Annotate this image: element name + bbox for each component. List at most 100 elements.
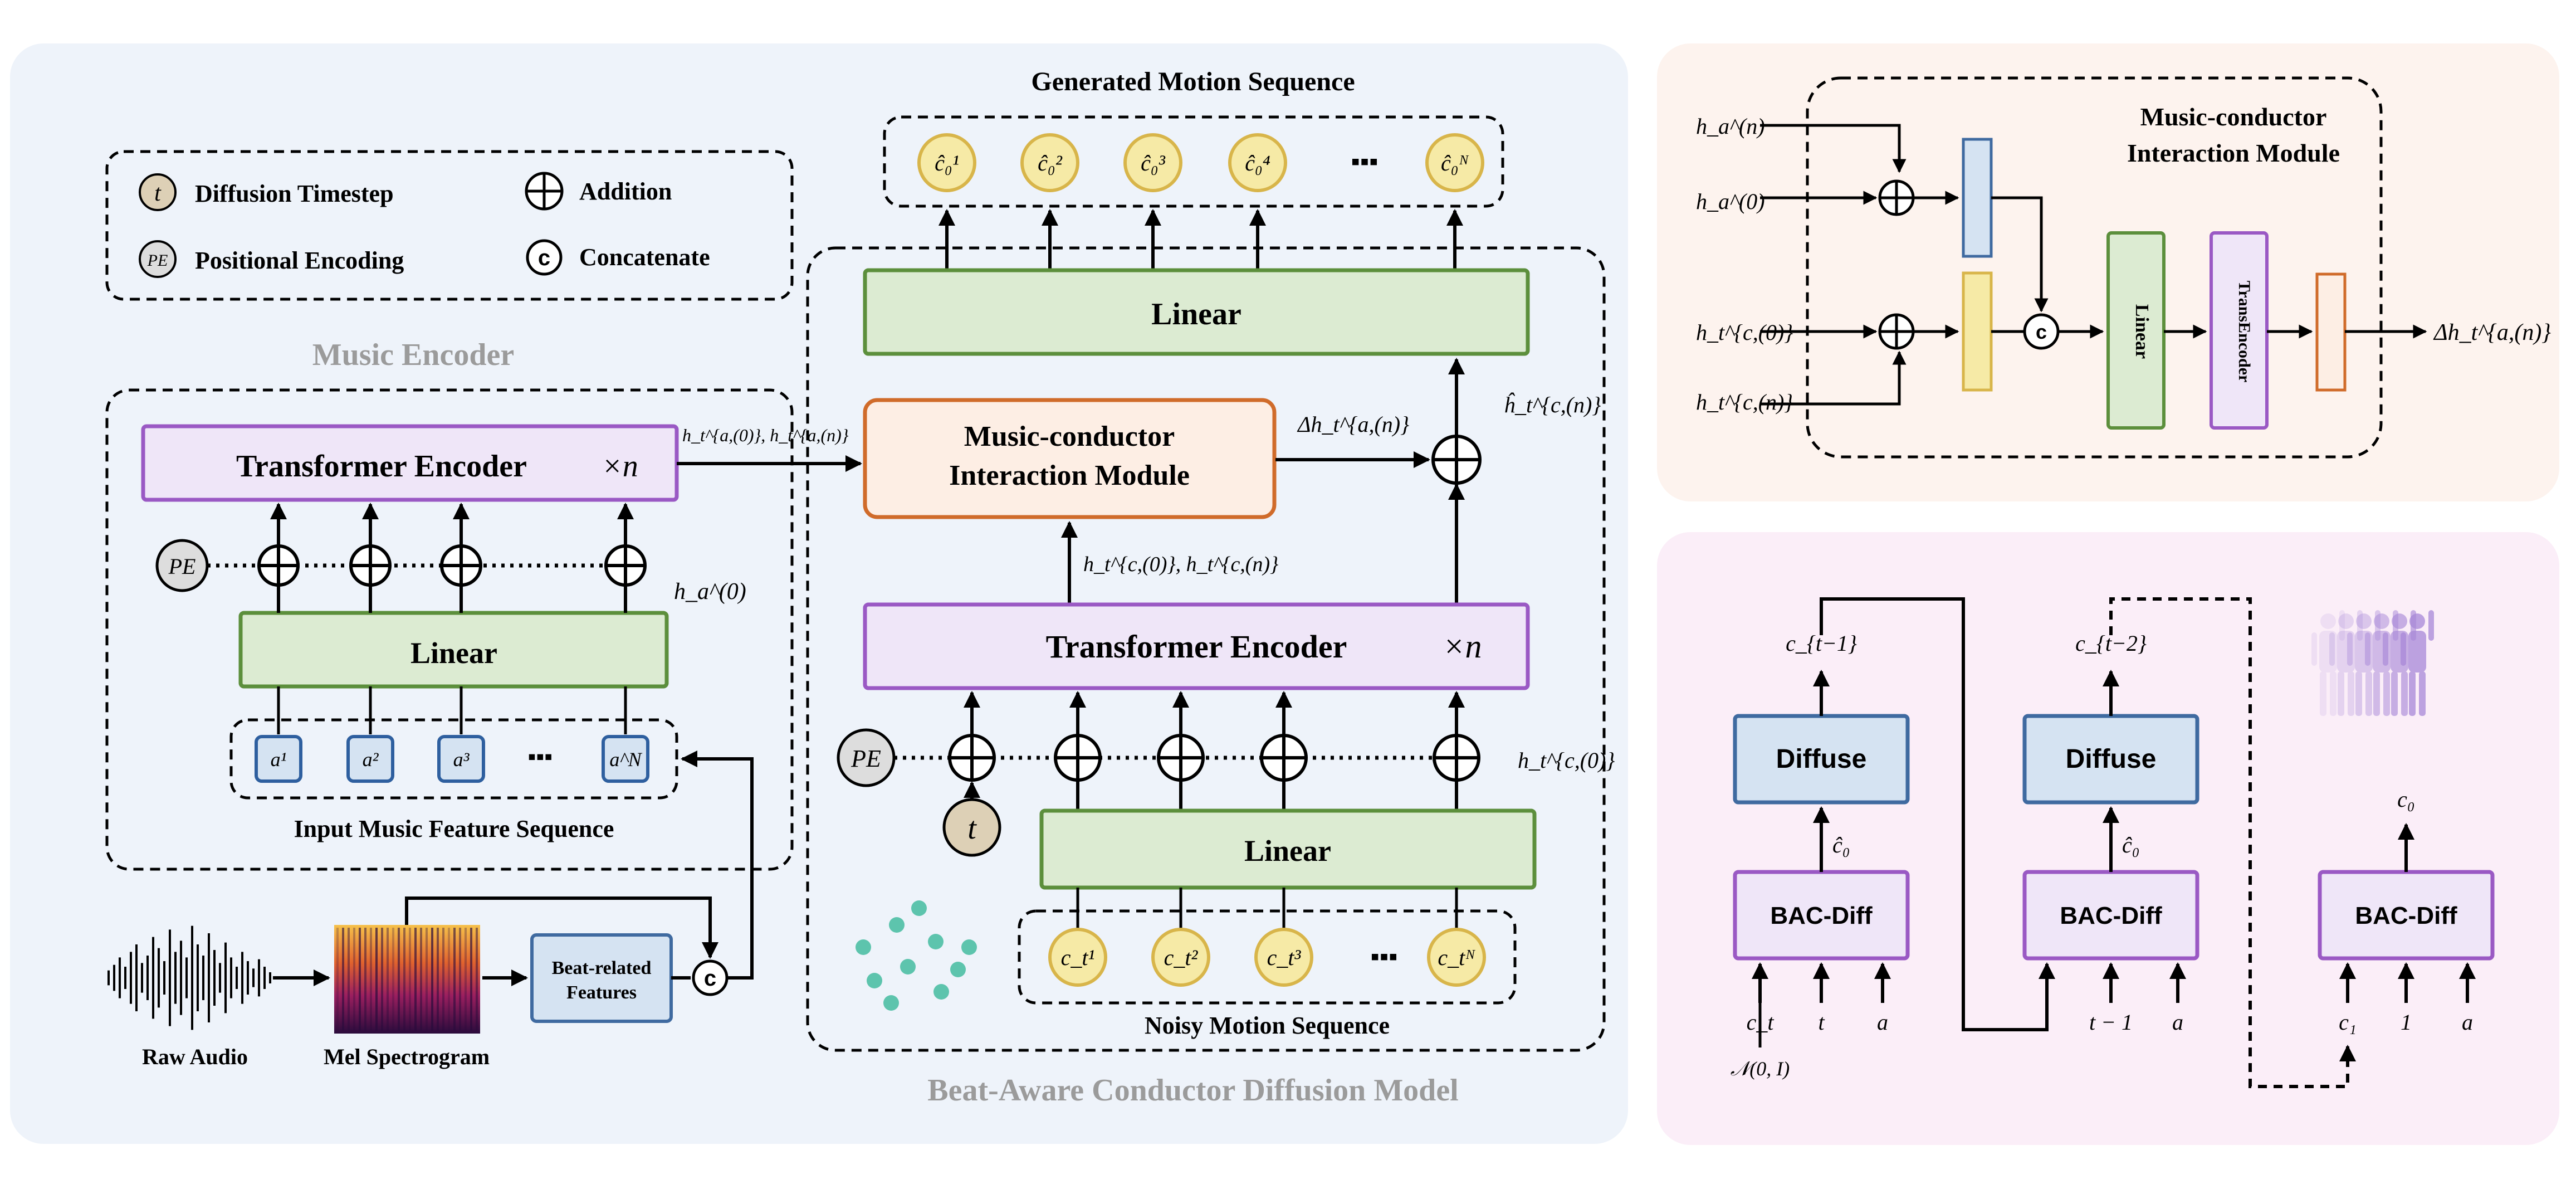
diffusion-frame: [806, 246, 1606, 1052]
concat-symbol: c: [538, 246, 550, 270]
music-adder-2: [349, 544, 392, 587]
pe-symbol: PE: [147, 251, 168, 270]
diffuse-label-1: Diffuse: [1776, 744, 1867, 774]
input-sequence-label: Input Music Feature Sequence: [294, 815, 614, 842]
stage2-input-label: a: [2172, 1010, 2183, 1035]
noisy-token-label: c_t³: [1267, 945, 1302, 970]
stage1-input-label: t: [1818, 1010, 1825, 1035]
mcim-box: [863, 398, 1277, 519]
timestep-symbol: t: [154, 181, 162, 206]
music-pe-label: PE: [168, 554, 196, 579]
diffusion-model-title: Beat-Aware Conductor Diffusion Model: [927, 1073, 1459, 1108]
generated-token-label: ĉ₀²: [1038, 150, 1063, 176]
bottom-linear-label: Linear: [1244, 834, 1331, 868]
generated-sequence-title: Generated Motion Sequence: [1031, 67, 1355, 96]
mcim-output-bar: [2315, 272, 2347, 392]
addition-legend-label: Addition: [579, 178, 672, 205]
noisy-tokens: c_t¹ c_t² c_t³ c_tᴺ: [1048, 888, 1486, 987]
mcim-transencoder-label: TransEncoder: [2235, 281, 2254, 383]
mcim-line1: Music-conductor: [964, 421, 1175, 452]
stage2-input-label: t − 1: [2089, 1010, 2133, 1035]
timestep-input-symbol: t: [967, 811, 977, 846]
music-ellipsis: ▪▪▪: [528, 744, 553, 770]
diffusion-transformer-label: Transformer Encoder: [1046, 628, 1347, 665]
noisy-token-label: c_t¹: [1061, 945, 1095, 970]
raw-audio-label: Raw Audio: [142, 1044, 248, 1069]
stage1-input-label: a: [1877, 1010, 1888, 1035]
generated-token-label: ĉ₀⁴: [1245, 150, 1270, 176]
music-adder-1: [257, 544, 300, 587]
noisy-ellipsis: ▪▪▪: [1371, 942, 1398, 971]
diffusion-transformer-box: [863, 602, 1530, 690]
mcim-music-feature-bar: [1962, 138, 1993, 258]
mcim-in1-label: h_a^(n): [1696, 114, 1765, 139]
music-adders: [257, 503, 647, 613]
generated-sequence-frame: [883, 115, 1504, 208]
noisy-sequence-title: Noisy Motion Sequence: [1145, 1012, 1390, 1039]
dancer-silhouettes: [2311, 610, 2434, 716]
diffuse-label-2: Diffuse: [2066, 744, 2157, 774]
preprocess-concat-symbol: c: [704, 966, 716, 991]
music-transformer-label: Transformer Encoder: [236, 449, 527, 484]
timestep-icon: [139, 173, 177, 211]
stage3-input-label: c₁: [2339, 1010, 2357, 1035]
diffusion-times-n: ×n: [1443, 628, 1482, 665]
concat-icon: [526, 239, 563, 276]
noisy-token: [1254, 928, 1313, 987]
timestep-legend-label: Diffusion Timestep: [195, 180, 394, 207]
dancer-figure: [2329, 610, 2363, 716]
generated-token: [1425, 133, 1484, 192]
mcim-linear-label: Linear: [2132, 304, 2152, 359]
h-c-pair-label: h_t^{c,(0)}, h_t^{c,(n)}: [1083, 553, 1278, 576]
generated-token: [1123, 133, 1182, 192]
bacdiff-label-3: BAC-Diff: [2355, 902, 2457, 929]
mcim-detail-frame: [1806, 76, 2383, 459]
stage3-input-label: 1: [2401, 1010, 2412, 1035]
pe-legend-label: Positional Encoding: [195, 247, 404, 274]
mcim-detail-title2: Interaction Module: [2127, 139, 2340, 167]
mcim-concat-symbol: c: [2036, 320, 2047, 343]
music-output-label: h_t^{a,(0)}, h_t^{a,(n)}: [682, 425, 849, 445]
noisy-token: [1151, 928, 1210, 987]
music-token-box: [346, 735, 394, 783]
noise-label: 𝒩(0, I): [1731, 1058, 1790, 1080]
noisy-token: [1427, 928, 1486, 987]
music-pe-row: PE: [155, 539, 607, 592]
music-linear-label: Linear: [410, 636, 497, 670]
noisy-token-label: c_tᴺ: [1438, 945, 1475, 970]
music-token-label: a²: [363, 748, 379, 771]
c0-hat-label-2: ĉ₀: [2122, 832, 2140, 857]
noisy-token: [1048, 928, 1107, 987]
mcim-in2-label: h_a^(0): [1696, 189, 1765, 214]
generated-token: [1228, 133, 1287, 192]
h-hat-label: ĥ_t^{c,(n)}: [1504, 392, 1601, 417]
generated-token-label: ĉ₀ᴺ: [1441, 150, 1469, 176]
diffusion-adder-5: [1433, 734, 1480, 782]
diffusion-adder-2: [1054, 734, 1102, 782]
noisy-sequence-frame: [1018, 909, 1517, 1005]
mel-spectrogram-label: Mel Spectrogram: [324, 1044, 490, 1069]
music-adder-4: [604, 544, 647, 587]
delta-label: Δh_t^{a,(n)}: [1297, 412, 1409, 437]
bacdiff-label-1: BAC-Diff: [1770, 902, 1873, 929]
music-token-label: a^N: [609, 748, 642, 771]
mcim-detail-title1: Music-conductor: [2140, 103, 2327, 131]
stage3-input-label: a: [2462, 1010, 2473, 1035]
dancer-figure: [2311, 610, 2345, 716]
dancer-figure: [2401, 610, 2434, 716]
noisy-token-label: c_t²: [1164, 945, 1199, 970]
diffusion-adder-3: [1157, 734, 1205, 782]
raw-audio-waveform: [107, 925, 271, 1030]
music-encoder-frame: [105, 388, 794, 871]
h-c0-label: h_t^{c,(0)}: [1518, 748, 1615, 773]
diffusion-adder-1: [948, 734, 996, 782]
mcim-adder-top: [1878, 179, 1915, 216]
music-token-box: [255, 735, 302, 783]
top-linear-label: Linear: [1151, 297, 1241, 332]
addition-icon: [525, 172, 564, 211]
c0-hat-label-1: ĉ₀: [1832, 832, 1850, 857]
bacdiff-label-2: BAC-Diff: [2060, 902, 2162, 929]
music-token-label: a³: [453, 748, 470, 771]
